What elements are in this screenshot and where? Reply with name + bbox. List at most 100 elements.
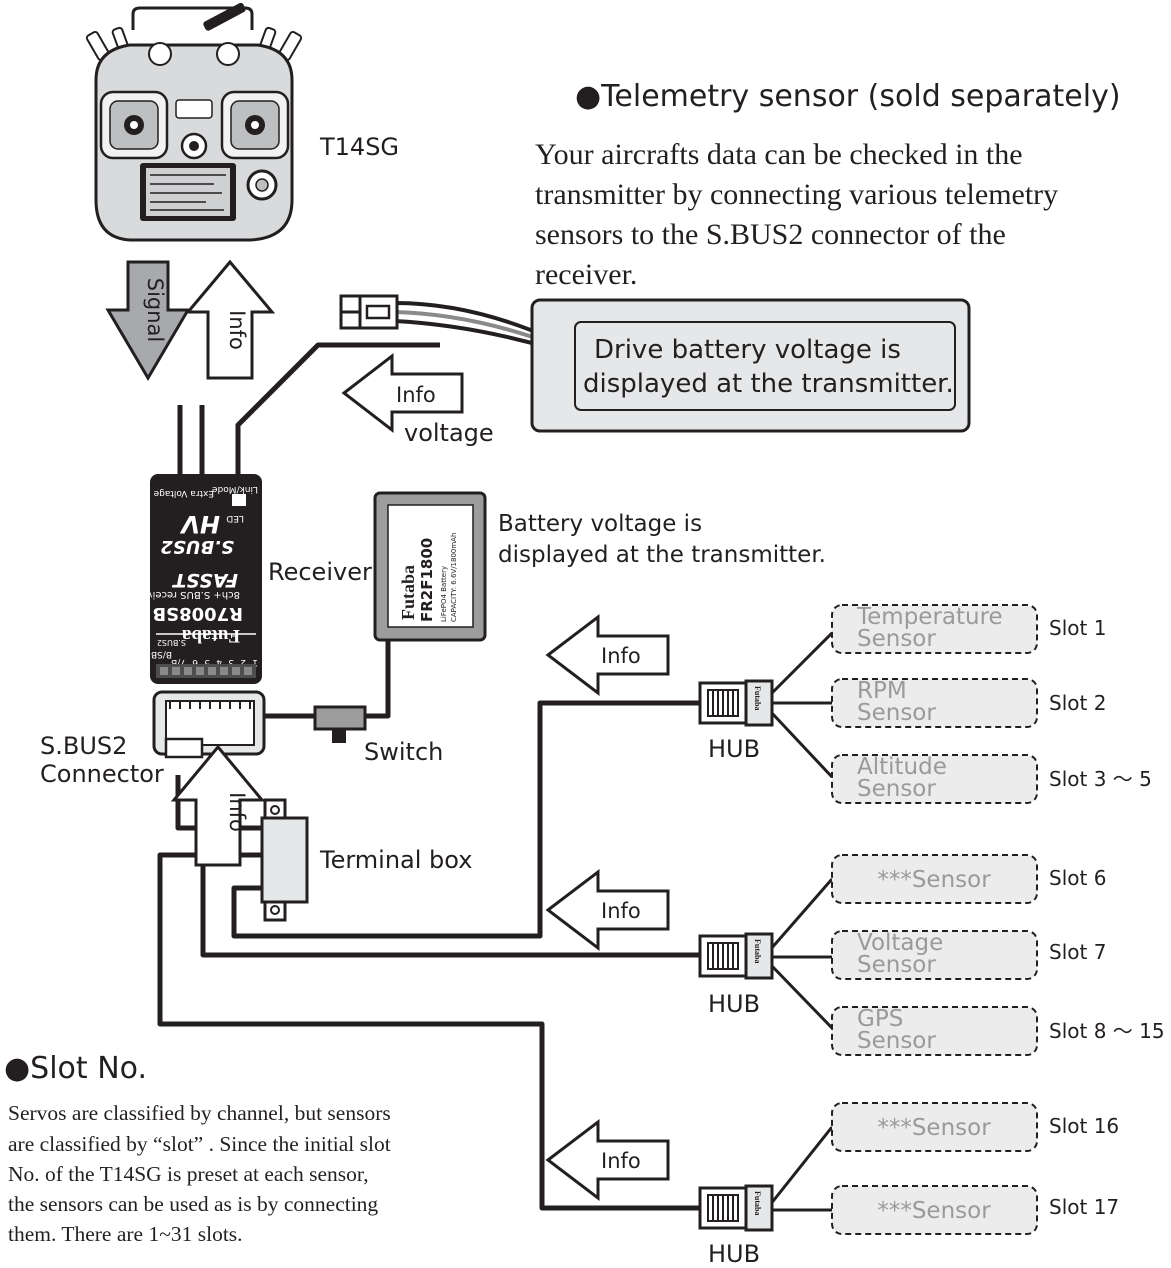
connector-info-label: Info <box>225 792 249 832</box>
receiver-print-extra: Extra Voltage <box>153 488 214 498</box>
terminal-box-label: Terminal box <box>319 846 472 874</box>
hub2-lead-gps <box>768 962 834 1030</box>
drive-battery-line-2: displayed at the transmitter. <box>583 369 954 399</box>
info-arrow-up: Info <box>184 259 276 380</box>
rx-battery-model: FR2F1800 <box>418 538 436 622</box>
connector-info-arrow: Info <box>170 744 266 867</box>
port-label-7b: 7/B <box>171 657 186 667</box>
sensor-voltage-line-2: Sensor <box>857 952 936 978</box>
receiver-printing: LED Extra Voltage Link/Mode HV S.BUS2 FA… <box>135 484 258 647</box>
receiver-print-desc: 8ch+ S.BUS receiver <box>135 589 240 600</box>
receiver-battery: Futaba FR2F1800 LiFePO4 Battery CAPACITY… <box>373 491 826 642</box>
port-label-4: 4 <box>216 657 222 667</box>
sensor-rpm: RPM Sensor <box>831 678 1038 728</box>
hub-group-3: Info Futaba HUB ***Sensor Slot 16 ***Sen… <box>545 1102 1119 1268</box>
receiver-print-fasst: FASST <box>171 569 238 591</box>
receiver-port-labels: B/SB 1 2 3 4 5 6 7/B <box>151 649 258 667</box>
drive-battery-line-1: Drive battery voltage is <box>594 335 901 365</box>
receiver-port-pins-icon <box>156 664 256 678</box>
hub2-info-label: Info <box>601 899 641 923</box>
slot-no-line-2: are classified by “slot” . Since the ini… <box>8 1132 391 1156</box>
sensor-rpm-line-2: Sensor <box>857 700 936 726</box>
sensor-temperature-line-1: Temperature <box>856 604 1003 630</box>
switch-label: Switch <box>364 738 443 766</box>
connector-label-line-1: S.BUS2 <box>40 732 127 760</box>
terminal-box: Terminal box <box>260 798 472 922</box>
voltage-lead-wire <box>235 342 440 478</box>
connector-label-line-2: Connector <box>40 760 164 788</box>
receiver-print-led: LED <box>226 513 244 523</box>
receiver-print-hv: HV <box>179 510 220 538</box>
hub1-icon: Futaba <box>698 679 774 727</box>
hub1-lead-altitude <box>768 709 834 779</box>
sensor-altitude-line-1: Altitude <box>857 754 947 780</box>
slot-no-description: ●Slot No. Servos are classified by chann… <box>4 1051 391 1246</box>
slot-no-line-4: the sensors can be used as is by connect… <box>8 1192 378 1216</box>
slot-label-7: Slot 7 <box>1049 940 1106 964</box>
transmitter-t14sg: T14SG <box>85 2 399 242</box>
slot-no-line-3: No. of the T14SG is preset at each senso… <box>8 1162 369 1186</box>
port-label-5: 5 <box>204 657 210 667</box>
hub1-info-label: Info <box>601 644 641 668</box>
hub-group-1: Info Futaba HUB Temperature Sensor Slot … <box>545 604 1152 804</box>
sensor-altitude: Altitude Sensor <box>831 754 1038 804</box>
dial-left-icon <box>148 42 172 66</box>
slot-label-2: Slot 2 <box>1049 691 1106 715</box>
hub3-lead-sensor16 <box>768 1126 834 1206</box>
sensor-gps-line-2: Sensor <box>857 1028 936 1054</box>
transmitter-label: T14SG <box>319 133 399 161</box>
sensor-slot6-line-1: ***Sensor <box>877 867 991 893</box>
power-switch: Switch <box>313 705 443 766</box>
telemetry-line-4: receiver. <box>535 258 637 291</box>
hub1-label: HUB <box>708 735 760 763</box>
slot-label-16: Slot 16 <box>1049 1114 1119 1138</box>
sensor-generic-slot6: ***Sensor <box>831 854 1038 904</box>
voltage-info-arrow: Info <box>341 352 464 434</box>
signal-arrow: Signal <box>105 260 191 381</box>
port-label-3: 3 <box>228 657 234 667</box>
sensor-gps: GPS Sensor <box>831 1006 1038 1056</box>
slot-label-17: Slot 17 <box>1049 1195 1119 1219</box>
receiver-print-sbus: S.BUS2 <box>160 536 234 557</box>
sensor-temperature: Temperature Sensor <box>831 604 1038 654</box>
drive-battery-label-box <box>574 321 956 411</box>
antenna-handle-icon <box>131 6 254 30</box>
hub3-info-arrow: Info <box>545 1118 670 1202</box>
info-up-label: Info <box>225 310 249 350</box>
receiver-r7008sb: LED Extra Voltage Link/Mode HV S.BUS2 FA… <box>135 405 372 684</box>
left-stick-icon <box>99 90 169 160</box>
sensor-voltage: Voltage Sensor <box>831 930 1038 980</box>
sbus2-connector: S.BUS2 Connector <box>40 690 266 788</box>
rx-battery-detail-1: LiFePO4 Battery <box>440 566 448 622</box>
rx-battery-wire <box>360 640 391 719</box>
hub2-info-arrow: Info <box>545 868 670 952</box>
terminal-to-hub1-wire <box>231 700 708 939</box>
hub1-info-arrow: Info <box>545 613 670 697</box>
rx-battery-brand: Futaba <box>398 565 418 620</box>
wiring <box>157 301 834 1212</box>
hub3-info-label: Info <box>601 1149 641 1173</box>
receiver-print-link: Link/Mode <box>212 484 258 494</box>
sensor-gps-line-1: GPS <box>857 1006 903 1032</box>
rx-battery-line-1: Battery voltage is <box>498 511 702 537</box>
signal-label: Signal <box>143 278 167 343</box>
terminal-to-hub3-wire <box>157 852 708 1211</box>
hub1-lead-temperature <box>768 631 834 697</box>
connector-pins-icon <box>169 702 251 709</box>
port-label-1: 1 <box>252 657 258 667</box>
sensor-voltage-line-1: Voltage <box>857 930 943 956</box>
sensor-generic-slot16: ***Sensor <box>831 1102 1038 1152</box>
voltage-label: voltage <box>404 419 494 447</box>
brand-plate-icon <box>175 99 213 119</box>
slot-no-line-5: them. There are 1~31 slots. <box>8 1222 243 1246</box>
receiver-port-sbus2: S.BUS2 <box>157 638 186 647</box>
rx-battery-detail-2: CAPACITY: 6.6V/1800mAh <box>450 533 458 622</box>
receiver-body <box>150 474 262 684</box>
hub2-icon: Futaba <box>698 932 774 980</box>
rx-battery-line-2: displayed at the transmitter. <box>498 542 826 568</box>
sensor-temperature-line-2: Sensor <box>857 626 936 652</box>
dial-right-icon <box>216 42 240 66</box>
slot-label-3-5: Slot 3 ～ 5 <box>1049 767 1152 791</box>
hub1-brand: Futaba <box>753 686 762 710</box>
receiver-label: Receiver <box>268 558 372 586</box>
